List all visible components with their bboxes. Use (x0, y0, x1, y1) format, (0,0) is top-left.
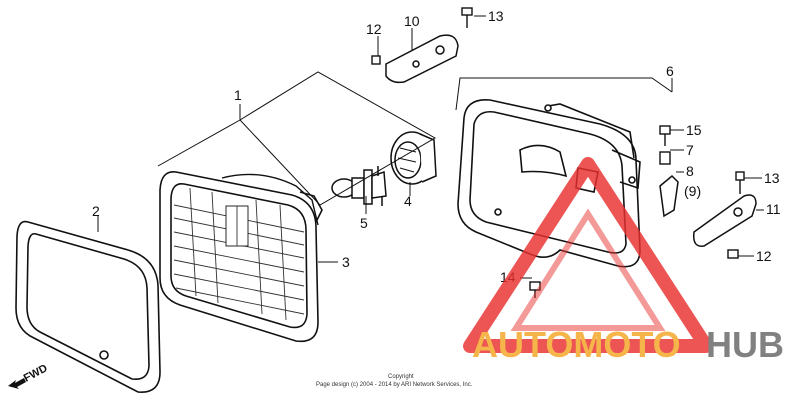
headlight-case (457, 99, 641, 268)
hardware (371, 7, 745, 298)
clamp (659, 174, 679, 218)
label-3: 3 (342, 254, 350, 270)
watermark-automoto: AUTOMOTO (472, 324, 681, 365)
headlight-bulb (331, 166, 387, 206)
label-5: 5 (360, 215, 368, 231)
label-10: 10 (404, 13, 420, 29)
label-15: 15 (686, 122, 702, 138)
sealed-beam-unit (159, 171, 323, 343)
label-12-top: 12 (366, 21, 382, 37)
label-7: 7 (686, 142, 694, 158)
label-9: (9) (684, 183, 701, 199)
upper-bracket (385, 34, 459, 84)
leader-lines (97, 15, 764, 279)
label-2: 2 (92, 203, 100, 219)
label-1: 1 (234, 87, 242, 103)
socket-cover (390, 131, 437, 185)
copyright-line-1: Copyright (388, 374, 414, 380)
forward-arrow: FWD (8, 362, 50, 389)
copyright-notice: Copyright Page design (c) 2004 - 2014 by… (316, 374, 473, 388)
label-6: 6 (666, 63, 674, 79)
label-11: 11 (766, 201, 781, 217)
headlight-rim (15, 220, 161, 393)
label-13-right: 13 (764, 170, 780, 186)
label-8: 8 (686, 163, 694, 179)
copyright-line-2: Page design (c) 2004 - 2014 by ARI Netwo… (316, 382, 473, 388)
watermark: AUTOMOTO HUB (463, 157, 784, 365)
label-13-top: 13 (488, 8, 504, 24)
fwd-label: FWD (22, 362, 50, 384)
label-4: 4 (404, 193, 412, 209)
label-12-right: 12 (756, 248, 772, 264)
watermark-hub: HUB (706, 324, 784, 365)
lower-bracket (692, 194, 757, 247)
part-labels: 1 2 3 4 5 6 7 8 (9) 10 11 12 12 13 13 14… (92, 8, 781, 285)
